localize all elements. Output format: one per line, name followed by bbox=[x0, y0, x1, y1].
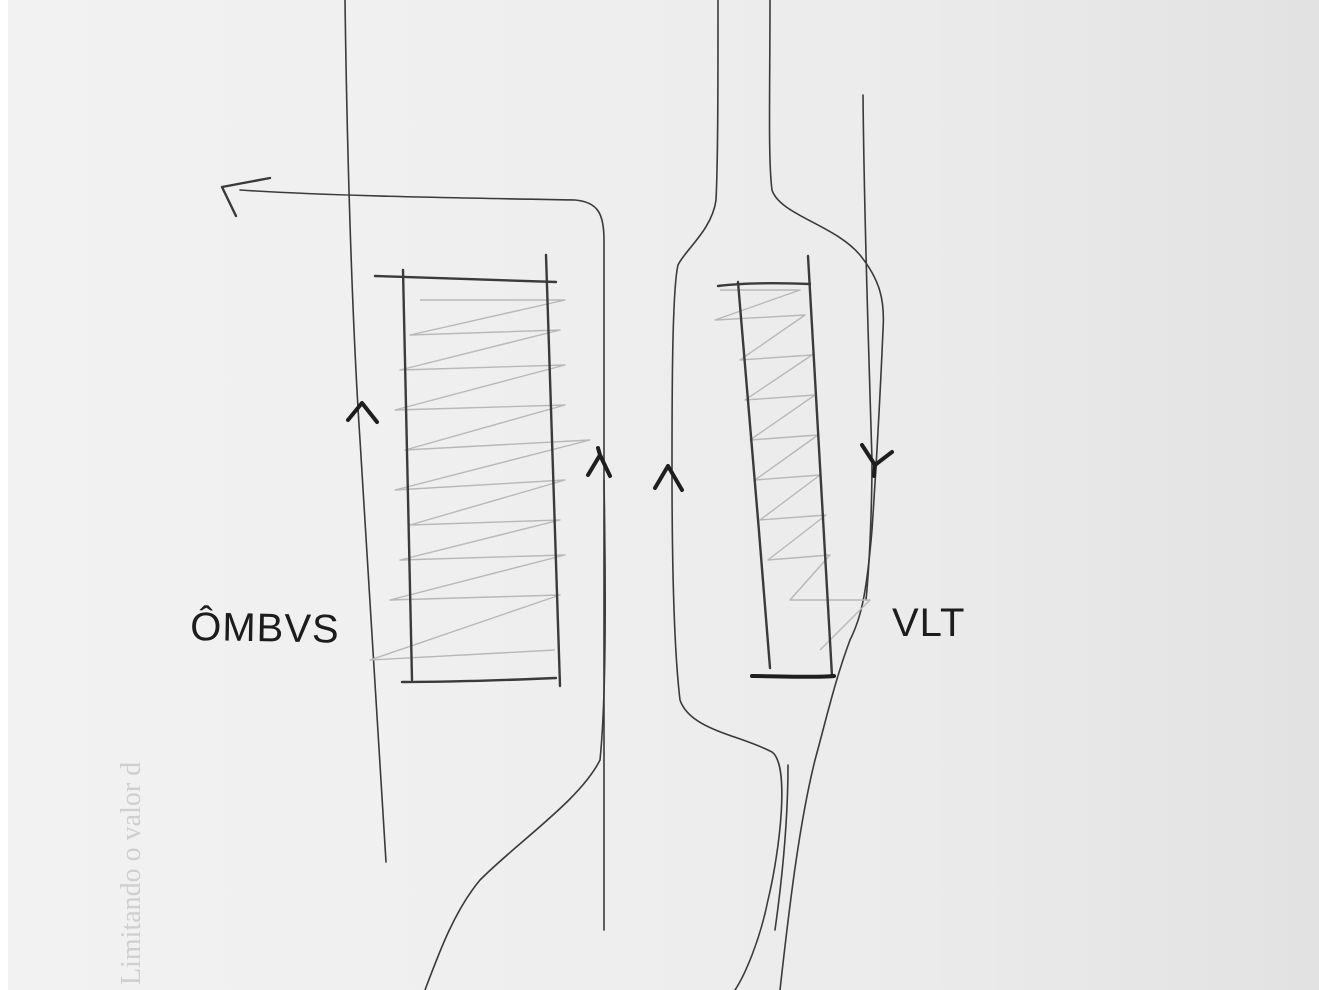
up-arrow-center-left bbox=[588, 448, 610, 476]
far-right-line bbox=[863, 95, 872, 600]
right-panel-hatching bbox=[715, 290, 870, 650]
right-channel-right-wall bbox=[770, 0, 884, 990]
right-panel-top-edge bbox=[718, 283, 810, 286]
left-panel-label: ÔMBVS bbox=[190, 604, 340, 652]
left-flow-line bbox=[345, 0, 386, 862]
right-panel-bottom-edge bbox=[752, 676, 834, 677]
outlet-arrowhead bbox=[222, 178, 270, 216]
left-exchanger-panel bbox=[370, 255, 590, 686]
left-panel-bottom-edge bbox=[402, 678, 556, 682]
left-panel-left-edge bbox=[403, 270, 412, 680]
up-arrow-left bbox=[348, 403, 377, 422]
right-exchanger-panel bbox=[715, 256, 870, 677]
left-panel-right-edge bbox=[546, 255, 560, 686]
right-panel-right-edge bbox=[808, 256, 832, 676]
up-arrow-center-right bbox=[655, 466, 682, 490]
right-panel-label: VLT bbox=[892, 601, 965, 645]
right-channel-left-wall bbox=[672, 0, 782, 990]
right-panel-left-edge bbox=[738, 282, 770, 668]
show-through-text: Limitando o valor d bbox=[116, 762, 147, 985]
